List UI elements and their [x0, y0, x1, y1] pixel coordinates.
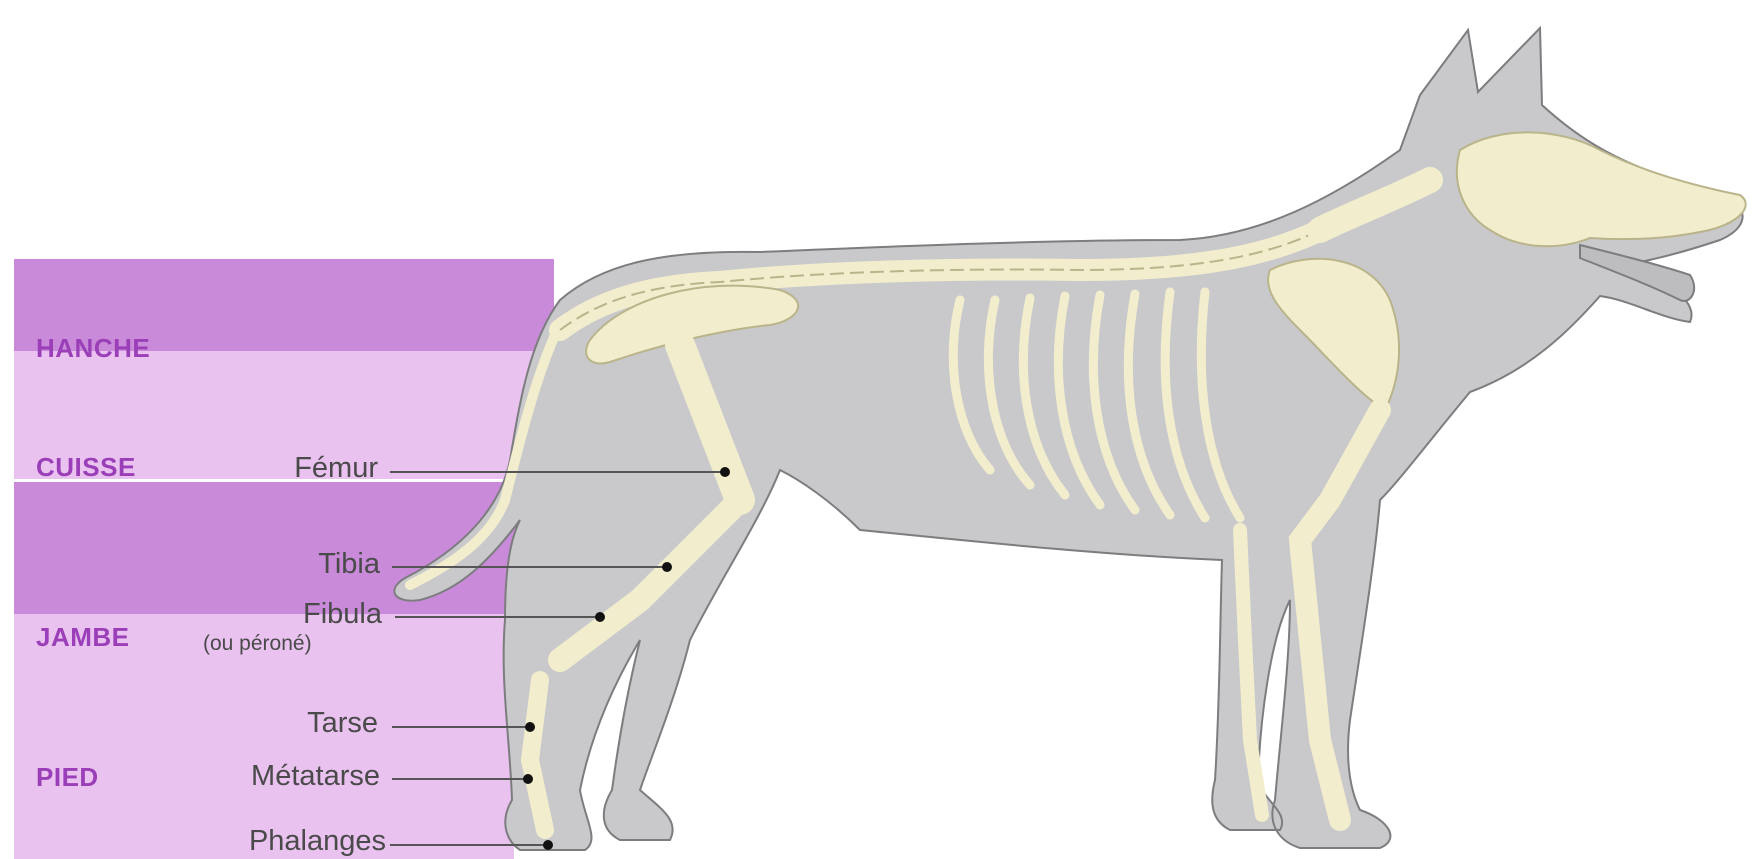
bone-label-metatarse: Métatarse	[251, 760, 380, 793]
dot-fibula	[595, 612, 605, 622]
region-label-hanche: HANCHE	[36, 333, 150, 364]
dot-tarse	[525, 722, 535, 732]
bone-label-tarse: Tarse	[307, 707, 378, 740]
bone-label-tibia: Tibia	[318, 548, 380, 581]
dot-metatarse	[523, 774, 533, 784]
dot-tibia	[662, 562, 672, 572]
bone-label-femur: Fémur	[294, 452, 378, 485]
bone-note-fibula: (ou péroné)	[203, 632, 312, 656]
region-label-cuisse: CUISSE	[36, 452, 136, 483]
bone-label-fibula: Fibula	[303, 598, 382, 631]
dot-femur	[720, 467, 730, 477]
bone-label-phalanges: Phalanges	[249, 825, 386, 858]
dot-phalanges	[543, 840, 553, 850]
region-label-jambe: JAMBE	[36, 622, 130, 653]
region-label-pied: PIED	[36, 762, 99, 793]
